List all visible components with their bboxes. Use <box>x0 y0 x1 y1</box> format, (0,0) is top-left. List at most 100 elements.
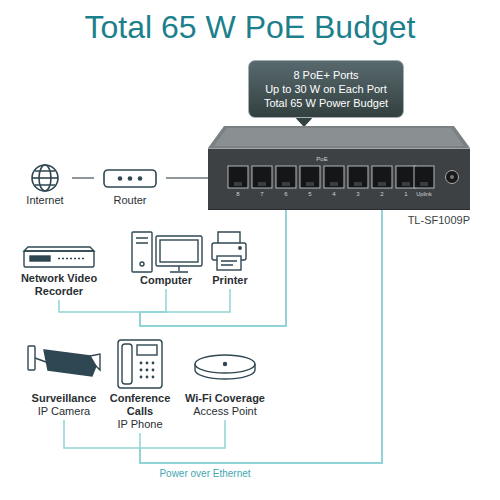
phone-node: Conference CallsIP Phone <box>103 336 177 433</box>
port-notch <box>258 182 266 186</box>
port-number: 6 <box>284 191 287 198</box>
label-anchor: 6 <box>284 191 287 198</box>
ip-phone-icon <box>122 344 132 384</box>
device-label: Conference Calls <box>103 392 177 418</box>
printer-icon <box>217 256 241 270</box>
ethernet-port <box>414 166 434 188</box>
globe-icon <box>35 171 55 185</box>
switch-node: TL-SF1009P <box>208 126 470 210</box>
globe-icon <box>32 165 58 191</box>
ethernet-port <box>348 166 368 188</box>
port-number: 2 <box>380 191 383 198</box>
ethernet-port <box>372 166 392 188</box>
device-label: IP Camera <box>20 405 108 418</box>
port-notch <box>330 182 338 186</box>
computer-icon <box>136 238 148 243</box>
label-anchor: Uplink <box>416 191 431 197</box>
nvr-icon <box>30 256 50 261</box>
connector-line <box>140 210 286 326</box>
diagram-title: Total 65 W PoE Budget <box>0 0 500 46</box>
power-jack <box>450 175 454 179</box>
ip-camera-icon <box>35 358 46 362</box>
printer-icon <box>218 232 240 243</box>
nvr-icon <box>24 251 94 267</box>
keypad-key <box>146 376 149 379</box>
connector-line <box>59 210 286 326</box>
port-number: 5 <box>308 191 311 198</box>
ethernet-port <box>228 166 434 188</box>
connector-line <box>140 210 286 326</box>
ethernet-port <box>396 166 416 188</box>
port-notch <box>354 182 362 186</box>
power-jack <box>446 171 459 184</box>
port-notch <box>402 182 410 186</box>
access-point-icon <box>224 363 227 366</box>
port-notch <box>420 182 428 186</box>
callout-text: 8 PoE+ Ports <box>255 68 397 82</box>
connector-line <box>140 210 382 463</box>
switch-body <box>208 148 470 210</box>
computer-icon <box>170 266 188 272</box>
switch-body <box>208 126 470 210</box>
printer-node: Printer <box>206 228 254 289</box>
internet-node: Internet <box>18 162 72 209</box>
port-number: 1 <box>404 191 407 198</box>
label-anchor: Power over Ethernet <box>159 468 250 480</box>
port-notch <box>234 182 242 186</box>
ip-camera-icon <box>90 354 100 370</box>
keypad-key <box>152 376 155 379</box>
port-number: 8 <box>236 191 239 198</box>
keypad-key <box>140 362 143 365</box>
globe-icon <box>32 177 58 179</box>
keypad-key <box>146 362 149 365</box>
switch-body <box>214 128 464 146</box>
printer-icon <box>212 232 246 270</box>
ip-phone-icon <box>118 340 162 388</box>
connector-line <box>64 210 382 463</box>
nvr-node: Network Video Recorder <box>12 240 106 300</box>
connector-line <box>166 177 208 179</box>
globe-icon <box>32 165 58 191</box>
router-icon <box>118 176 123 181</box>
ip-camera-icon <box>44 350 96 376</box>
ip-phone-icon <box>137 345 157 355</box>
router-icon <box>104 170 156 187</box>
computer-icon <box>156 236 202 266</box>
switch-body <box>208 126 470 148</box>
panel-marking: PoE <box>316 156 327 163</box>
device-label: IP Phone <box>103 418 177 431</box>
connector-line <box>140 210 382 463</box>
label-anchor: 8 <box>236 191 239 198</box>
switch-body <box>208 209 470 210</box>
computer-icon <box>132 232 152 272</box>
keypad-key <box>152 362 155 365</box>
ip-phone-icon <box>118 340 162 388</box>
switch-body <box>208 148 470 149</box>
label-anchor: PoE <box>316 156 327 163</box>
router-icon <box>104 170 156 187</box>
port-notch <box>282 182 290 186</box>
label-anchor: 2 <box>380 191 383 198</box>
keypad-key <box>152 369 155 372</box>
power-jack <box>446 171 459 184</box>
computer-node: Computer <box>124 228 208 289</box>
device-label: Computer <box>124 274 208 287</box>
printer-icon <box>221 261 237 265</box>
label-anchor: 5 <box>308 191 311 198</box>
port-number: 7 <box>260 191 263 198</box>
keypad-key <box>140 362 155 379</box>
callout-text: Up to 30 W on Each Port <box>255 82 397 96</box>
ip-camera-icon <box>28 346 35 370</box>
access-point-icon <box>195 355 255 373</box>
keypad-key <box>146 369 149 372</box>
port-number: 4 <box>332 191 335 198</box>
device-label: Router <box>94 194 166 207</box>
keypad-key <box>140 369 143 372</box>
device-label: Surveillance <box>20 392 108 405</box>
ethernet-port <box>300 166 320 188</box>
computer-icon <box>132 232 202 272</box>
computer-icon <box>140 262 144 266</box>
camera-node: SurveillanceIP Camera <box>20 340 108 420</box>
ethernet-port <box>228 166 248 188</box>
